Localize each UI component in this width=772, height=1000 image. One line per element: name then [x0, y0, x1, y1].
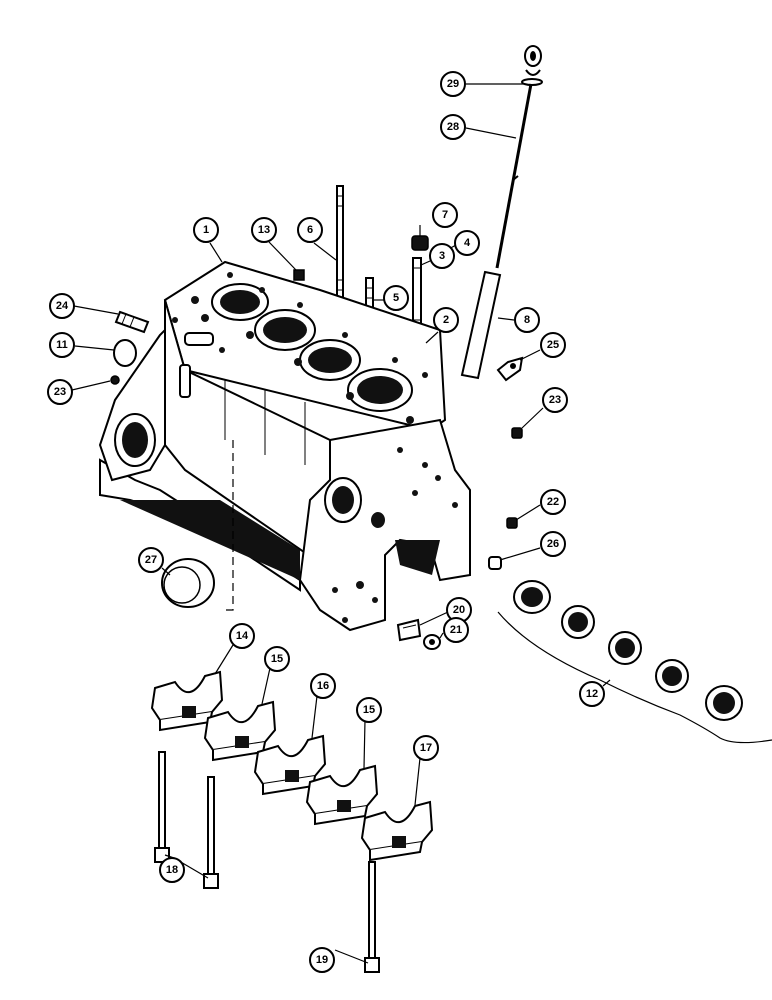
svg-text:12: 12: [586, 688, 598, 700]
svg-text:15: 15: [271, 653, 283, 665]
callout-15-a: 15: [264, 646, 290, 672]
bearing-cap-16: [253, 734, 327, 796]
bearing-shell-1: [513, 580, 551, 614]
bolt-18b: [203, 776, 219, 889]
callout-3: 3: [429, 243, 455, 269]
svg-text:23: 23: [549, 394, 561, 406]
leader-lines: [71, 83, 611, 964]
bolt-19: [364, 861, 380, 973]
callout-8: 8: [514, 307, 540, 333]
svg-text:11: 11: [56, 339, 68, 351]
callout-28: 28: [440, 114, 466, 140]
bolt-18a: [154, 751, 170, 863]
svg-text:15: 15: [363, 704, 375, 716]
svg-text:1: 1: [203, 224, 209, 236]
callout-24: 24: [49, 293, 75, 319]
callout-19: 19: [309, 947, 335, 973]
callout-7: 7: [432, 202, 458, 228]
bearing-cap-17: [360, 800, 434, 862]
svg-text:19: 19: [316, 954, 328, 966]
svg-text:21: 21: [450, 624, 462, 636]
svg-text:6: 6: [307, 224, 313, 236]
callout-5: 5: [383, 285, 409, 311]
svg-text:22: 22: [547, 496, 559, 508]
svg-text:5: 5: [393, 292, 399, 304]
svg-text:26: 26: [547, 538, 559, 550]
bolt-20: [396, 618, 422, 642]
bearing-cap-15b: [305, 764, 379, 826]
callout-26: 26: [540, 531, 566, 557]
svg-text:13: 13: [258, 224, 270, 236]
callout-11: 11: [49, 332, 75, 358]
svg-text:27: 27: [145, 554, 157, 566]
expansion-plug-27: [161, 558, 215, 608]
svg-text:28: 28: [447, 121, 459, 133]
svg-text:8: 8: [524, 314, 530, 326]
stud-6: [336, 185, 344, 301]
callout-23-left: 23: [47, 379, 73, 405]
svg-text:29: 29: [447, 78, 459, 90]
bearing-shells: [497, 580, 772, 744]
callout-20: 20: [446, 597, 472, 623]
plug-23-right: [511, 427, 523, 439]
dipstick-tube: [460, 270, 502, 380]
nut-7: [411, 235, 429, 251]
bearing-cap-15a: [203, 700, 277, 762]
fitting-25: [496, 356, 524, 382]
callout-6: 6: [297, 217, 323, 243]
callout-2: 2: [433, 307, 459, 333]
svg-text:25: 25: [547, 339, 559, 351]
svg-text:20: 20: [453, 604, 465, 616]
callout-18: 18: [159, 857, 185, 883]
callout-1: 1: [193, 217, 219, 243]
plug-11: [113, 339, 137, 367]
callout-21: 21: [443, 617, 469, 643]
svg-text:14: 14: [236, 630, 249, 642]
callout-29: 29: [440, 71, 466, 97]
svg-text:17: 17: [420, 742, 432, 754]
svg-text:18: 18: [166, 864, 178, 876]
bearing-shell-2: [561, 605, 595, 639]
bearing-shell-4: [655, 659, 689, 693]
plug-13: [293, 269, 305, 281]
dipstick: [495, 45, 543, 269]
callout-16: 16: [310, 673, 336, 699]
svg-text:4: 4: [464, 237, 471, 249]
svg-text:23: 23: [54, 386, 66, 398]
svg-text:3: 3: [439, 250, 445, 262]
bearing-shell-3: [608, 631, 642, 665]
svg-text:16: 16: [317, 680, 329, 692]
callout-22: 22: [540, 489, 566, 515]
callout-23-right: 23: [542, 387, 568, 413]
callout-17: 17: [413, 735, 439, 761]
callout-14: 14: [229, 623, 255, 649]
svg-text:7: 7: [442, 209, 448, 221]
washer-21: [423, 634, 441, 650]
callout-12: 12: [579, 681, 605, 707]
svg-text:24: 24: [56, 300, 69, 312]
callout-13: 13: [251, 217, 277, 243]
callout-27: 27: [138, 547, 164, 573]
dowel-26: [488, 556, 502, 570]
bearing-shell-5: [705, 685, 743, 721]
cylinder-bores: [211, 283, 413, 412]
callout-15-b: 15: [356, 697, 382, 723]
cylinder-block: [98, 260, 471, 632]
callout-4: 4: [454, 230, 480, 256]
svg-text:2: 2: [443, 314, 449, 326]
callout-25: 25: [540, 332, 566, 358]
plug-22: [506, 517, 518, 529]
plug-23-left: [110, 375, 120, 385]
stud-24: [114, 310, 150, 334]
